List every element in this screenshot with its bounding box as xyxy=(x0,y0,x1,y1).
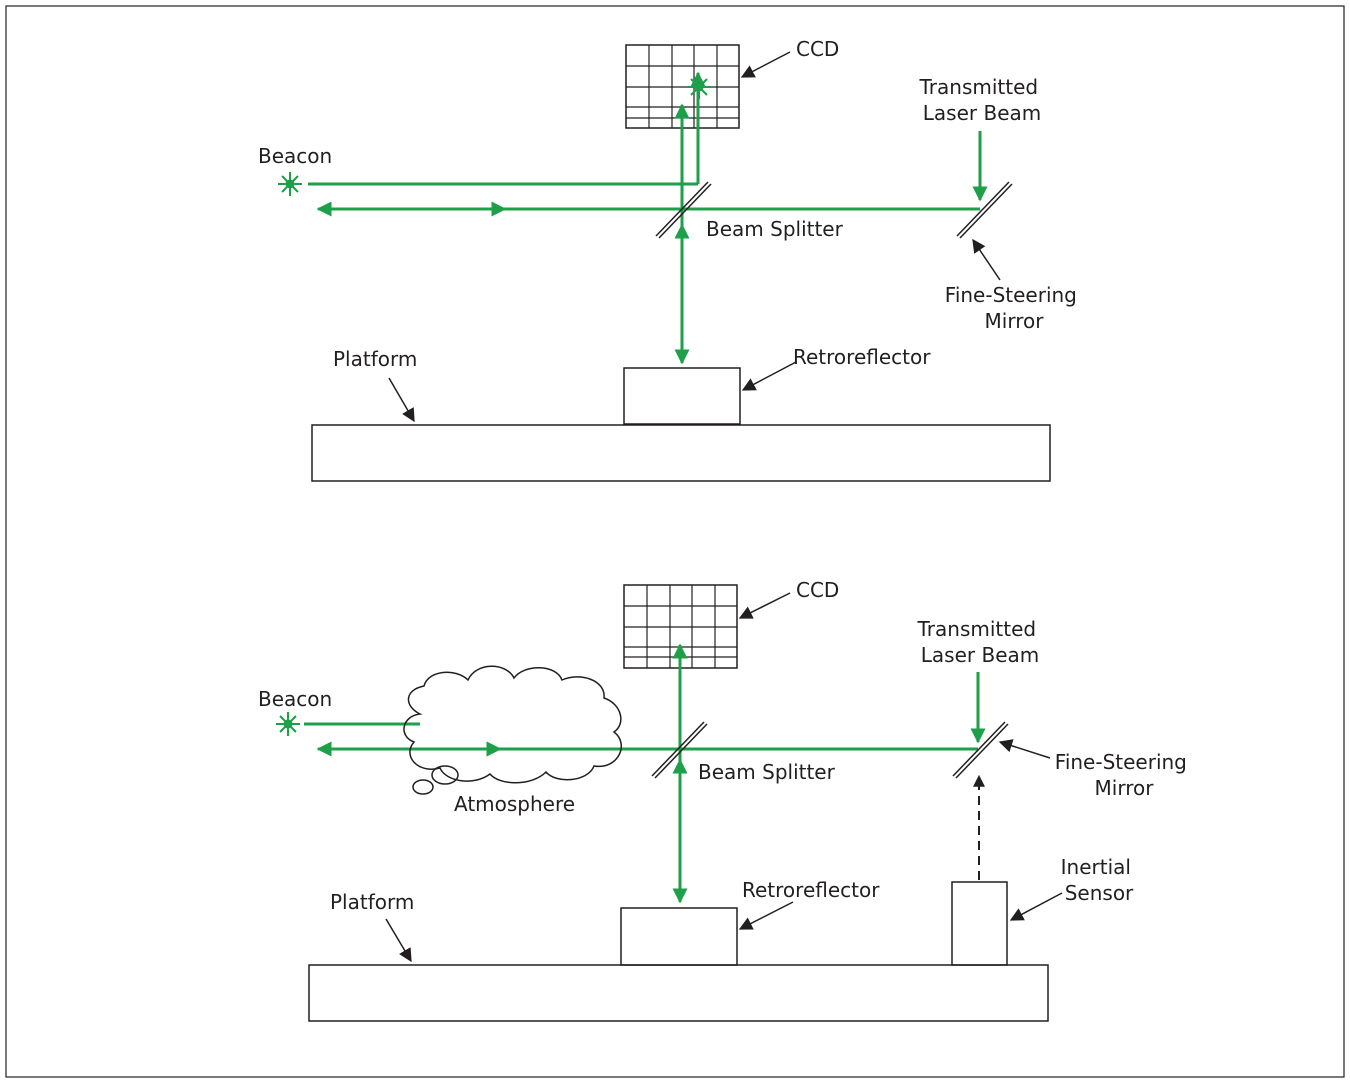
top-transmitted-label: Transmitted Laser Beam xyxy=(919,75,1045,125)
inertial-sensor-pointer xyxy=(1009,892,1063,921)
top-fine-steering-label: Fine-Steering Mirror xyxy=(945,283,1083,333)
bottom-beam-splitter xyxy=(651,721,708,779)
bottom-diagram: CCD Transmitted Laser Beam Beacon xyxy=(258,578,1193,1022)
top-beacon-icon xyxy=(278,172,302,196)
top-diagram: CCD Transmitted Laser Beam Beacon xyxy=(258,37,1083,482)
bottom-beacon-label: Beacon xyxy=(258,687,332,711)
top-retroreflector xyxy=(623,367,741,425)
bottom-platform-label: Platform xyxy=(330,890,414,914)
top-fine-steering-mirror xyxy=(956,181,1013,239)
top-beam-splitter xyxy=(655,181,712,239)
top-ccd-label: CCD xyxy=(796,37,839,61)
top-platform-pointer xyxy=(388,377,415,423)
top-beacon-label: Beacon xyxy=(258,144,332,168)
bottom-retroreflector-pointer xyxy=(738,901,794,930)
bottom-transmitted-label: Transmitted Laser Beam xyxy=(917,617,1043,667)
atmosphere-label: Atmosphere xyxy=(454,792,575,816)
inertial-sensor-label: Inertial Sensor xyxy=(1061,855,1138,905)
bottom-platform xyxy=(308,964,1049,1022)
bottom-fine-steering-pointer xyxy=(998,739,1051,759)
bottom-fine-steering-mirror xyxy=(952,721,1009,779)
bottom-beacon-icon xyxy=(276,712,300,736)
top-ccd-pointer xyxy=(740,51,791,78)
bottom-fine-steering-label: Fine-Steering Mirror xyxy=(1055,750,1193,800)
figure-frame xyxy=(5,5,1345,1078)
top-retroreflector-label: Retroreflector xyxy=(793,345,931,369)
top-platform-label: Platform xyxy=(333,347,417,371)
bottom-retroreflector-label: Retroreflector xyxy=(742,878,880,902)
top-platform xyxy=(311,424,1051,482)
bottom-ccd-pointer xyxy=(738,592,791,619)
atmosphere-cloud-icon xyxy=(403,665,623,795)
bottom-beam-paths xyxy=(304,643,978,904)
bottom-platform-pointer xyxy=(385,918,412,963)
top-beam-paths xyxy=(308,71,980,365)
bottom-retroreflector xyxy=(620,907,738,966)
top-fine-steering-pointer xyxy=(972,238,1001,281)
top-beam-splitter-label: Beam Splitter xyxy=(706,217,844,241)
bottom-beam-splitter-label: Beam Splitter xyxy=(698,760,836,784)
top-retroreflector-pointer xyxy=(741,361,797,391)
inertial-sensor xyxy=(951,881,1008,966)
bottom-ccd-label: CCD xyxy=(796,578,839,602)
